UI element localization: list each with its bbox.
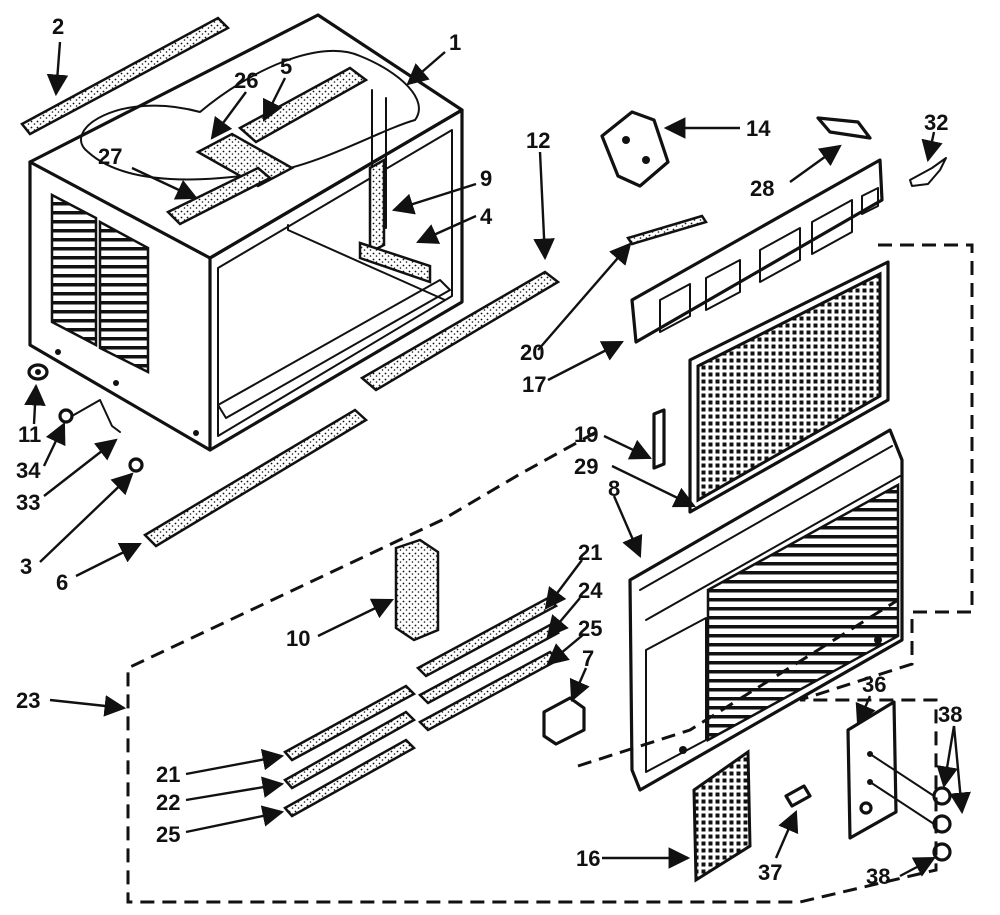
- callout-4: 4: [480, 204, 493, 229]
- top-strip-part: [20, 16, 231, 136]
- callout-19: 19: [574, 422, 598, 447]
- cabinet-part: [28, 13, 464, 452]
- callout-11: 11: [18, 422, 41, 447]
- callout-38-lower: 38: [866, 864, 890, 889]
- foam-strip-part: [165, 166, 273, 226]
- callout-23: 23: [16, 688, 40, 713]
- callout-5: 5: [280, 54, 292, 79]
- callout-21-lower: 21: [156, 762, 180, 787]
- clip-part: [542, 696, 586, 746]
- callout-32: 32: [924, 110, 948, 135]
- foam-strip-part: [237, 66, 369, 144]
- callout-12: 12: [526, 128, 550, 153]
- bracket-part: [358, 241, 432, 284]
- rod-part: [626, 214, 708, 246]
- callout-34: 34: [16, 458, 41, 483]
- callout-10: 10: [286, 626, 310, 651]
- callout-36: 36: [862, 672, 886, 697]
- leader-lines: [24, 41, 971, 878]
- callout-22: 22: [156, 790, 180, 815]
- callout-14: 14: [746, 116, 771, 141]
- callout-29: 29: [574, 454, 598, 479]
- plate-part: [846, 700, 898, 840]
- screw-parts: [869, 753, 952, 862]
- callout-37: 37: [758, 860, 782, 885]
- callout-6: 6: [56, 570, 68, 595]
- front-panel-part: [628, 428, 904, 792]
- callout-17: 17: [522, 372, 546, 397]
- callout-3: 3: [20, 554, 32, 579]
- callout-9: 9: [480, 166, 492, 191]
- foam-strip-part: [195, 132, 295, 188]
- tab-part: [816, 116, 872, 140]
- handle-part: [652, 408, 666, 470]
- callout-38-upper: 38: [938, 702, 962, 727]
- bottom-rail-part: [142, 408, 369, 548]
- small-grille-part: [692, 749, 752, 883]
- callout-26: 26: [234, 68, 258, 93]
- fastener-parts: [27, 363, 144, 473]
- callout-25-upper: 25: [578, 616, 602, 641]
- callout-21-upper: 21: [578, 540, 602, 565]
- callout-25-lower: 25: [156, 822, 180, 847]
- slide-strip-parts: [283, 596, 561, 818]
- channel-part: [368, 157, 386, 255]
- callout-20: 20: [520, 340, 544, 365]
- callout-labels: 1 2 3 4 5 6 7 8 9 10 11 12 14 16 17 19 2…: [16, 14, 962, 889]
- pin-part: [909, 157, 947, 187]
- callout-28: 28: [750, 176, 774, 201]
- callout-1: 1: [449, 30, 461, 55]
- control-bracket-part: [600, 110, 670, 188]
- foam-block-part: [394, 538, 440, 642]
- filter-grille-part: [688, 260, 890, 514]
- small-block-part: [784, 784, 812, 808]
- callout-27: 27: [98, 144, 122, 169]
- callout-33: 33: [16, 490, 40, 515]
- side-strip-part: [359, 270, 561, 392]
- assembly-boundary: [126, 243, 974, 904]
- callout-8: 8: [608, 476, 620, 501]
- callout-2: 2: [52, 14, 64, 39]
- callout-7: 7: [582, 646, 594, 671]
- callout-24: 24: [578, 578, 603, 603]
- callout-16: 16: [576, 846, 600, 871]
- louver-frame-part: [630, 158, 884, 344]
